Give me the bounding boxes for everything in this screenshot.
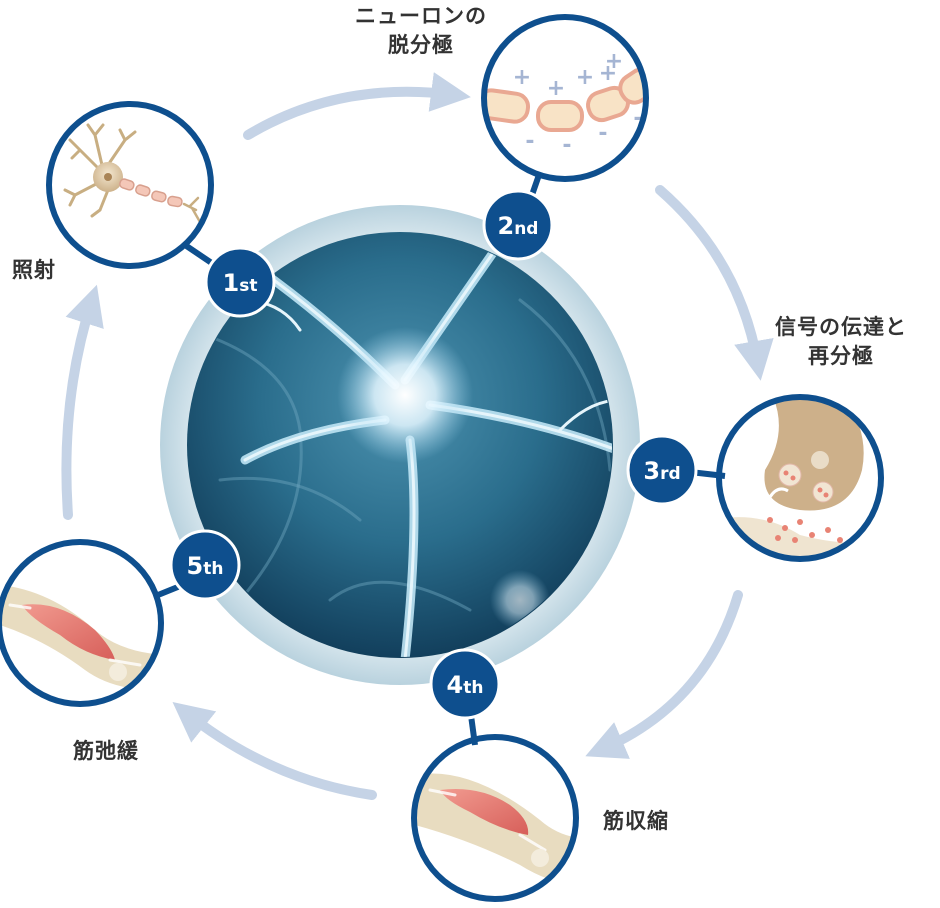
svg-text:+: + <box>547 76 565 101</box>
svg-text:2nd: 2nd <box>498 212 539 240</box>
step-4-number: 4 <box>447 671 464 699</box>
svg-text:+: + <box>513 65 531 90</box>
step-3-image <box>716 394 884 562</box>
svg-text:+: + <box>605 49 623 74</box>
step-3-badge: 3rd <box>626 434 698 506</box>
svg-text:-: - <box>562 133 571 158</box>
muscle-contraction-icon <box>415 773 576 886</box>
step-2-number: 2 <box>498 212 515 240</box>
step-4-image <box>411 734 579 902</box>
step-3-label: 信号の伝達と 再分極 <box>775 315 907 368</box>
step-1-badge: 1st <box>204 246 276 318</box>
step-5-image <box>0 539 164 707</box>
step-5-badge: 5th <box>169 529 241 601</box>
axon-depolarization-icon: +++ ++ --- - <box>484 49 646 158</box>
muscle-relaxation-icon <box>0 585 161 691</box>
arrow-4-to-5 <box>172 702 377 800</box>
step-2-badge: 2nd <box>482 189 554 261</box>
step-5-number: 5 <box>187 552 204 580</box>
step-1-image <box>46 101 214 269</box>
svg-text:4th: 4th <box>447 671 484 699</box>
step-3-suffix: rd <box>660 464 681 484</box>
step-4-badge: 4th <box>429 648 501 720</box>
step-4-label: 筋収縮 <box>603 809 669 833</box>
arrow-2-to-3 <box>655 185 774 381</box>
svg-text:3rd: 3rd <box>643 457 680 485</box>
step-3-number: 3 <box>643 457 660 485</box>
central-neuron-image <box>160 205 640 685</box>
svg-text:-: - <box>598 121 607 146</box>
arrow-1-to-2 <box>243 72 471 140</box>
step-4-suffix: th <box>463 678 483 698</box>
step-2-image: +++ ++ --- - <box>481 14 649 182</box>
step-2-label: ニューロンの 脱分極 <box>355 4 487 57</box>
cycle-arrows <box>61 72 774 800</box>
step-5-suffix: th <box>203 559 223 579</box>
step-1-label: 照射 <box>12 258 56 282</box>
arrow-3-to-4 <box>585 590 743 759</box>
svg-text:+: + <box>599 61 617 86</box>
svg-text:-: - <box>525 129 534 154</box>
step-2-suffix: nd <box>514 219 538 239</box>
step-1-number: 1 <box>223 269 240 297</box>
svg-text:-: - <box>633 106 642 131</box>
step-1-suffix: st <box>239 276 257 296</box>
svg-text:1st: 1st <box>223 269 258 297</box>
step-5-label: 筋弛緩 <box>73 739 139 763</box>
svg-text:+: + <box>576 65 594 90</box>
arrow-5-to-1 <box>61 284 104 520</box>
svg-text:5th: 5th <box>187 552 224 580</box>
neuron-cell-icon <box>63 123 202 224</box>
